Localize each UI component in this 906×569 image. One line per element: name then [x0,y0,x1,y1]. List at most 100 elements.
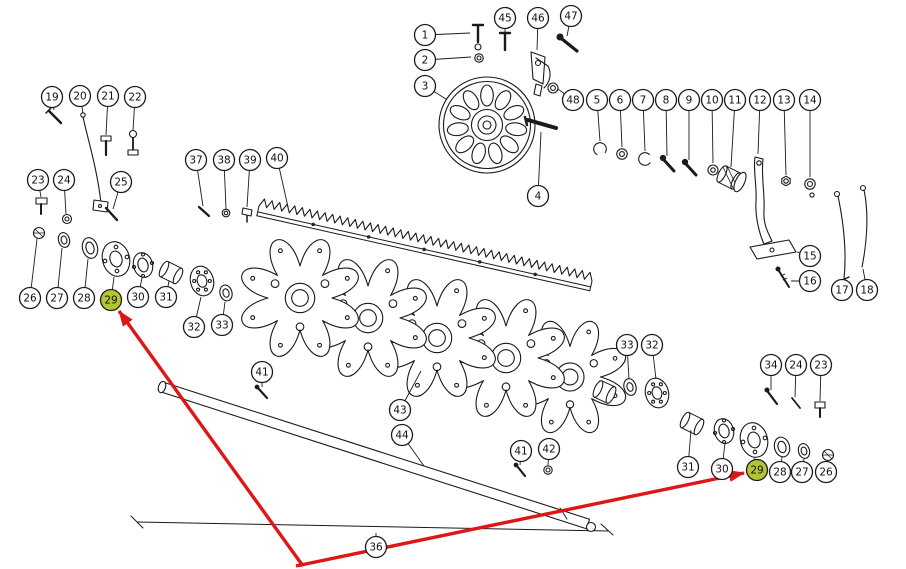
callout-9[interactable]: 9 [677,88,701,161]
svg-text:30: 30 [131,292,144,304]
svg-text:9: 9 [686,95,693,107]
callout-17[interactable]: 17 [830,278,854,302]
callout-23[interactable]: 23 [809,353,833,402]
callout-34[interactable]: 34 [759,353,783,391]
callout-16[interactable]: 16 [791,269,822,293]
callout-23[interactable]: 23 [26,168,50,198]
callout-30[interactable]: 30 [710,442,734,481]
svg-text:25: 25 [114,177,127,189]
callout-24[interactable]: 24 [784,353,808,398]
svg-text:31: 31 [681,462,694,474]
callout-31[interactable]: 31 [676,429,700,479]
callout-28[interactable]: 28 [72,258,96,310]
callout-29-highlighted[interactable]: 29 [99,276,123,312]
callout-2[interactable]: 2 [413,48,472,72]
svg-text:44: 44 [395,430,409,442]
callout-46[interactable]: 46 [526,6,550,51]
svg-text:5: 5 [594,95,601,107]
callout-42[interactable]: 42 [537,437,561,466]
svg-text:22: 22 [128,92,141,104]
callout-6[interactable]: 6 [608,88,632,148]
callout-5[interactable]: 5 [585,88,609,142]
callout-11[interactable]: 11 [723,88,747,168]
svg-text:30: 30 [715,464,728,476]
svg-text:11: 11 [728,95,741,107]
svg-text:29: 29 [750,465,763,477]
callout-47[interactable]: 47 [559,4,583,37]
svg-text:6: 6 [617,95,624,107]
callout-29-highlighted[interactable]: 29 [745,457,769,482]
callout-41[interactable]: 41 [250,360,274,388]
callout-4[interactable]: 4 [526,131,550,208]
svg-text:10: 10 [705,95,718,107]
callout-41[interactable]: 41 [509,439,533,466]
callout-18[interactable]: 18 [855,268,879,302]
svg-text:4: 4 [535,191,542,203]
top-center-fasteners [471,23,579,97]
svg-text:31: 31 [159,292,172,304]
callout-26[interactable]: 26 [814,460,838,484]
svg-text:32: 32 [645,340,658,352]
callout-40[interactable]: 40 [265,146,289,208]
callout-37[interactable]: 37 [184,148,208,207]
callout-27[interactable]: 27 [45,247,69,310]
callout-19[interactable]: 19 [40,85,64,111]
callout-25[interactable]: 25 [109,170,133,210]
callout-33[interactable]: 33 [615,333,639,380]
svg-text:27: 27 [50,293,63,305]
callout-13[interactable]: 13 [772,88,796,176]
top-right-fasteners [593,142,868,288]
callout-28[interactable]: 28 [768,456,792,484]
callout-27[interactable]: 27 [790,458,814,484]
svg-text:24: 24 [57,175,71,187]
callout-48[interactable]: 48 [557,88,585,112]
svg-text:14: 14 [803,95,817,107]
svg-text:26: 26 [819,467,833,479]
svg-text:45: 45 [498,13,511,25]
callout-30[interactable]: 30 [126,277,150,309]
svg-text:46: 46 [531,13,545,25]
right-hub-parts [592,377,835,462]
callout-33[interactable]: 33 [210,301,234,337]
svg-text:41: 41 [514,446,527,458]
callout-38[interactable]: 38 [212,148,236,210]
svg-text:13: 13 [777,95,790,107]
svg-text:43: 43 [393,405,406,417]
callout-31[interactable]: 31 [154,280,178,309]
svg-text:48: 48 [566,95,579,107]
callout-12[interactable]: 12 [748,88,772,155]
callout-8[interactable]: 8 [654,88,678,157]
svg-text:29: 29 [104,295,117,307]
callout-21[interactable]: 21 [96,84,120,136]
callout-43[interactable]: 43 [388,370,422,422]
svg-text:36: 36 [369,542,383,554]
callout-22[interactable]: 22 [123,85,147,132]
callout-26[interactable]: 26 [18,238,42,310]
callout-1[interactable]: 1 [413,23,471,47]
callout-45[interactable]: 45 [493,6,517,33]
callout-3[interactable]: 3 [413,74,447,100]
svg-text:27: 27 [795,467,808,479]
callout-44[interactable]: 44 [390,423,425,467]
callout-7[interactable]: 7 [631,88,655,152]
callout-32[interactable]: 32 [640,333,664,380]
hub-disc [438,76,558,174]
svg-text:32: 32 [187,322,200,334]
callout-32[interactable]: 32 [182,296,206,339]
svg-text:1: 1 [422,30,429,42]
callout-20[interactable]: 20 [68,84,92,114]
callout-39[interactable]: 39 [238,148,262,208]
callout-14[interactable]: 14 [798,88,822,178]
svg-text:23: 23 [814,360,827,372]
callout-36[interactable]: 36 [364,533,388,559]
star-wheels [241,239,627,434]
callout-24[interactable]: 24 [52,168,76,215]
diagram-line-art [32,23,868,536]
svg-text:39: 39 [243,155,256,167]
serrated-bar [256,198,593,292]
callout-15[interactable]: 15 [796,244,822,268]
highlight-arrow-to-29 [117,310,305,567]
callout-10[interactable]: 10 [700,88,724,164]
